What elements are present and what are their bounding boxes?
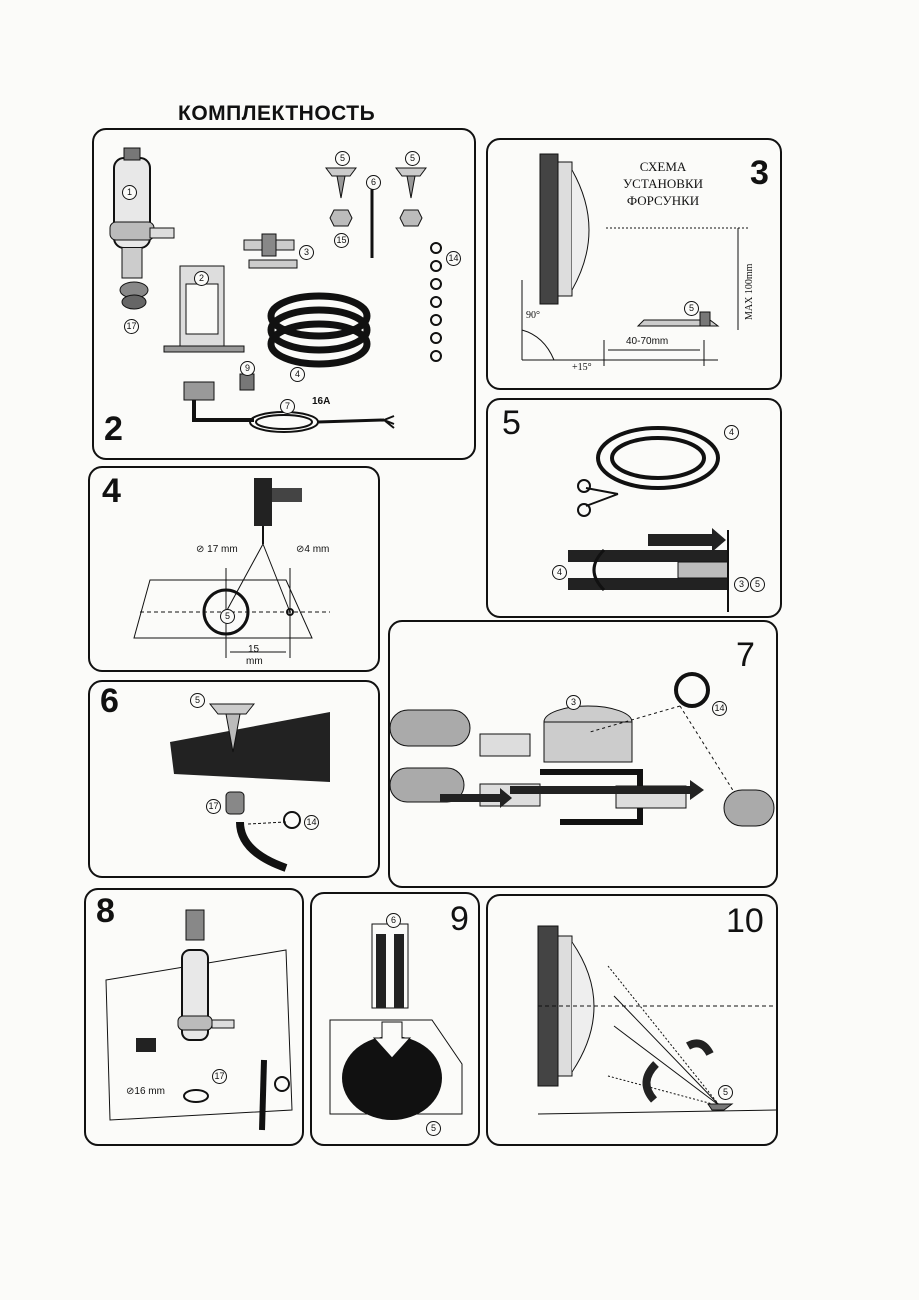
label-relay: 9 [240,358,255,376]
distance-value: 15 [248,644,260,655]
label-nozzle: 5 [220,606,235,624]
scheme-illustration [521,153,748,366]
scheme-title-line2: УСТАНОВКИ [622,176,704,191]
scheme-title-line3: ФОРСУНКИ [626,193,700,208]
needle-illustration [329,923,463,1120]
spray-illustration [537,925,776,1115]
panel-needle-adjust: 9 6 5 [310,892,480,1146]
label-needle: 6 [386,910,401,928]
label-pad: 2 [194,268,209,286]
distance-unit: mm [246,656,263,667]
hose-cut-illustration [568,426,729,612]
panel-hose-cut: 5 4 4 3 5 [486,398,782,618]
label-grommet: 17 [206,796,221,814]
drilling-illustration [133,478,330,658]
label-needle: 6 [366,172,381,190]
angle-15-label: +15° [572,362,592,373]
panel-number: 9 [450,900,469,938]
panel-number: 8 [96,892,115,930]
tee-illustration [390,672,775,827]
panel-number: 7 [736,636,755,674]
panel-tee-connection: 7 3 14 [388,620,778,888]
panel-nozzle-scheme: СХЕМА УСТАНОВКИ ФОРСУНКИ 3 90° +15° MAX … [486,138,782,390]
label-nut: 15 [334,230,349,248]
label-nozzle: 5 [426,1118,441,1136]
label-grommet: 17 [124,316,139,334]
hole-17-label: ⊘ 17 mm [196,544,238,555]
label-clip: 14 [446,248,461,266]
label-nozzle: 5 [190,690,205,708]
scheme-title-line1: СХЕМА [639,159,687,174]
distance-label: 40-70mm [626,336,669,347]
label-tee: 3 [734,574,749,592]
label-grommet: 17 [212,1066,227,1084]
panel-pump-mount: 8 ⊘16 mm 17 [84,888,304,1146]
panel-number: 5 [502,404,521,442]
max-height-label: MAX 100mm [744,263,755,320]
label-hose: 4 [290,364,305,382]
panel-number: 10 [726,902,764,940]
label-screw-a: 5 [335,148,350,166]
panel-number: 3 [750,154,769,192]
label-clip: 14 [712,698,727,716]
label-tee: 3 [299,242,314,260]
panel-number: 2 [104,410,123,448]
panel-drilling: 4 ⊘ 17 mm ⊘4 mm 5 15 mm [88,466,380,672]
page-title: КОМПЛЕКТНОСТЬ [178,102,376,125]
kit-illustration [109,147,442,433]
label-hose-left: 4 [552,562,567,580]
scheme-title: СХЕМА УСТАНОВКИ ФОРСУНКИ [598,158,728,209]
label-nozzle: 5 [718,1082,733,1100]
angle-90-label: 90° [526,310,540,321]
panel-kit-contents: 1 2 3 4 5 5 6 7 9 14 15 17 16A 2 [92,128,476,460]
label-nozzle: 5 [750,574,765,592]
mount-illustration [170,703,330,872]
pump-mount-illustration [105,909,293,1131]
label-hose-top: 4 [724,422,739,440]
hole-4-label: ⊘4 mm [296,544,330,555]
label-pump: 1 [122,182,137,200]
panel-number: 4 [102,472,121,510]
label-tee: 3 [566,692,581,710]
label-screw-b: 5 [405,148,420,166]
label-clip: 14 [304,812,319,830]
panel-spray-angle: 10 5 [486,894,778,1146]
hole-16-label: ⊘16 mm [126,1086,165,1097]
label-nozzle: 5 [684,298,699,316]
label-harness: 7 [280,396,295,414]
fuse-label: 16A [312,396,331,407]
panel-number: 6 [100,682,119,720]
panel-nozzle-mount: 6 5 17 14 [88,680,380,878]
